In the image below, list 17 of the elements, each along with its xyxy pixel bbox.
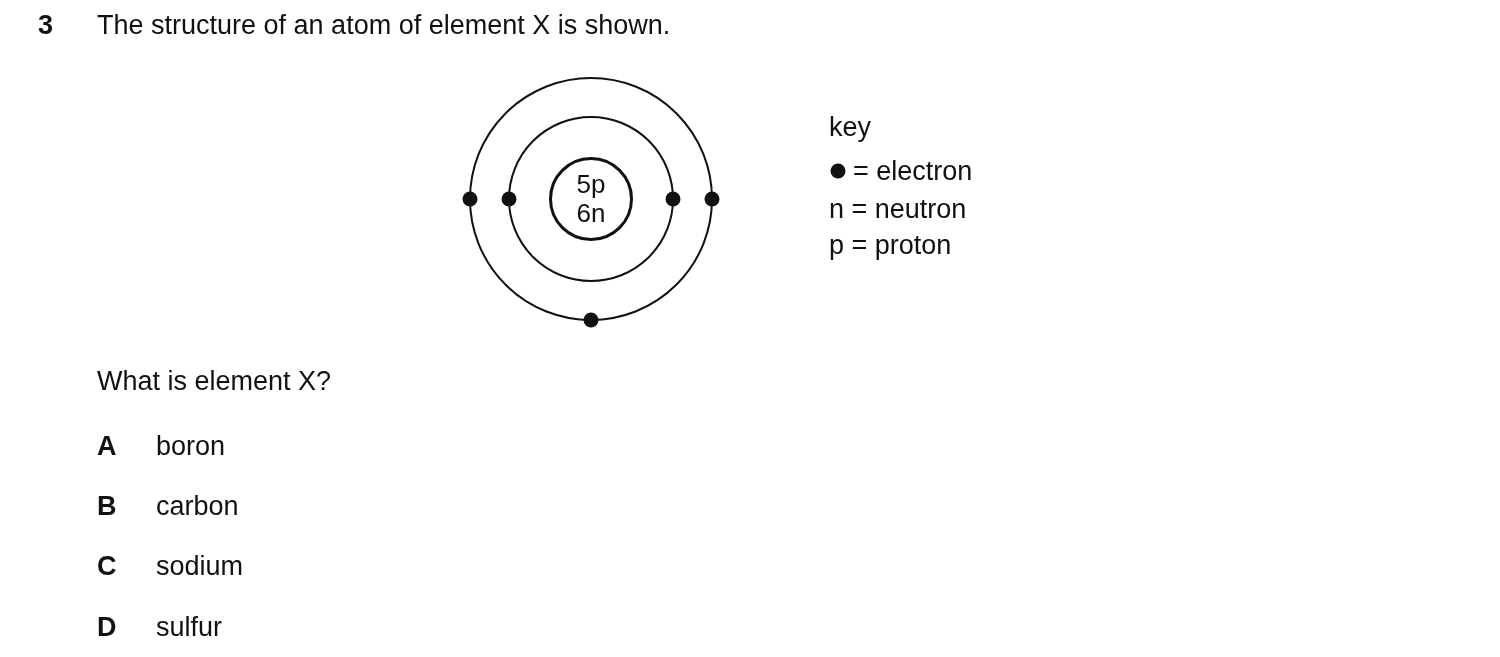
option-letter: D [97,611,117,643]
key-entry: n = neutron [829,193,967,225]
key-entry: p = proton [829,229,952,261]
key-entry: = electron [853,155,973,187]
option-text: carbon [156,490,239,522]
option-letter: C [97,550,117,582]
question-text: What is element X? [97,365,332,397]
question-text: The structure of an atom of element X is shown. [97,9,671,41]
option-text: boron [156,430,226,462]
nucleus-label: 6n [576,199,606,228]
nucleus-label: 5p [576,170,606,199]
question-number: 3 [38,9,54,41]
key-heading: key [829,111,872,143]
option-text: sodium [156,550,244,582]
option-letter: B [97,490,117,522]
option-text: sulfur [156,611,223,643]
option-letter: A [97,430,117,462]
